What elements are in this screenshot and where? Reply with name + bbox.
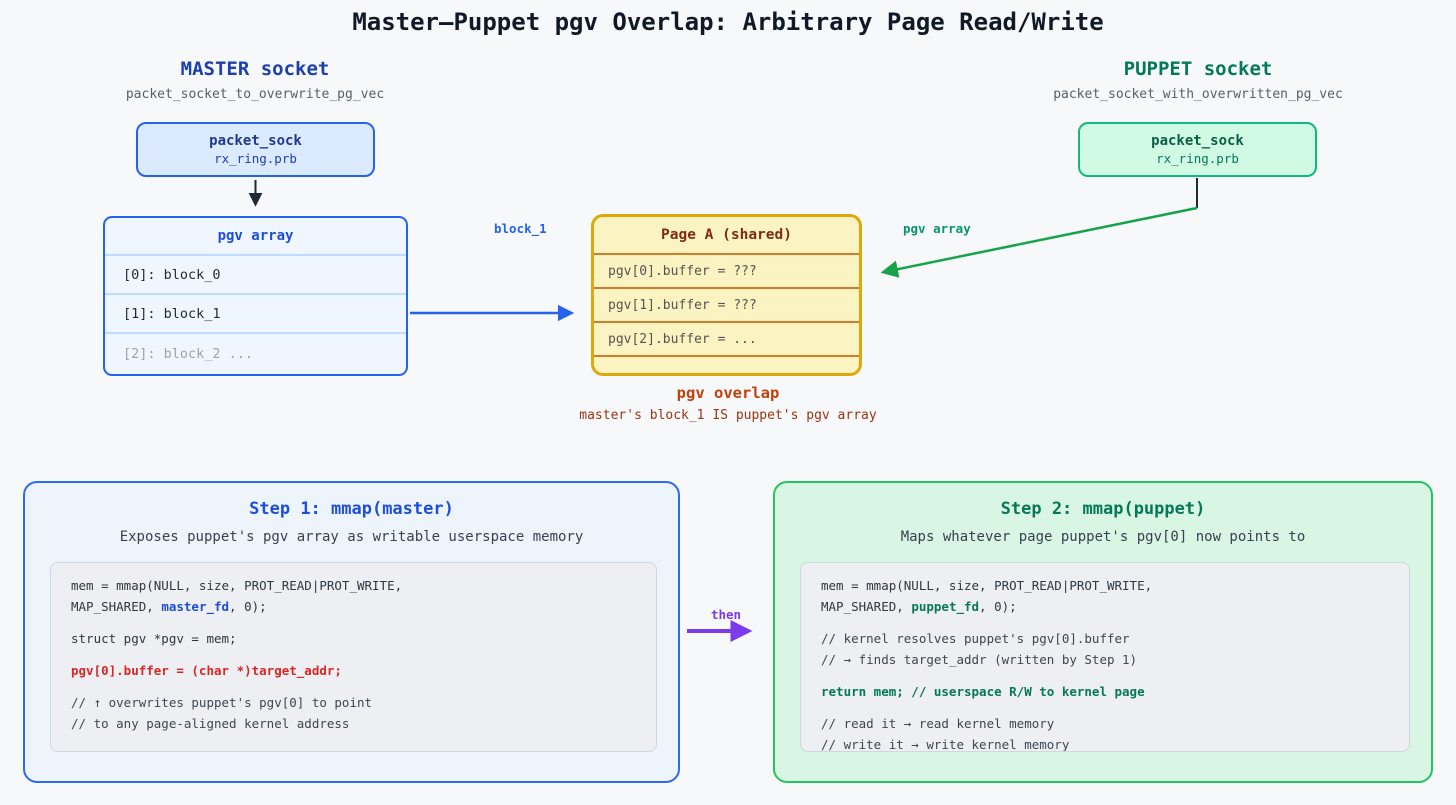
page-a-row: pgv[2].buffer = ... (594, 323, 859, 357)
puppet-socket-heading: PUPPET socket (1123, 58, 1273, 80)
code-line: pgv[0].buffer = (char *)target_addr; (71, 663, 342, 678)
code-line: // ↑ overwrites puppet's pgv[0] to point (71, 695, 373, 710)
step2-title: Step 2: mmap(puppet) (1000, 499, 1206, 519)
code-line: MAP_SHARED, master_fd, 0); (71, 599, 267, 614)
arrow-puppet-to-page (880, 206, 1198, 278)
page-a-box: Page A (shared) pgv[0].buffer = ???pgv[1… (591, 214, 862, 376)
code-line: // → finds target_addr (written by Step … (821, 652, 1138, 667)
pgv-array-box: pgv array [0]: block_0[1]: block_1 [2]: b… (103, 216, 408, 376)
page-a-rows: pgv[0].buffer = ???pgv[1].buffer = ???pg… (594, 255, 859, 357)
code-line: MAP_SHARED, puppet_fd, 0); (821, 599, 1017, 614)
code-gap (821, 670, 1389, 681)
code-gap (71, 617, 636, 628)
master-node-subtitle: rx_ring.prb (214, 151, 297, 166)
step1-title: Step 1: mmap(master) (249, 499, 454, 519)
step2-subtitle: Maps whatever page puppet's pgv[0] now p… (900, 529, 1306, 545)
overlap-title: pgv overlap (676, 384, 780, 402)
label-block-1: block_1 (494, 221, 547, 236)
overlap-subtitle: master's block_1 IS puppet's pgv array (579, 408, 877, 423)
puppet-socket-subtitle: packet_socket_with_overwritten_pg_vec (1053, 87, 1343, 102)
puppet-node-title: packet_sock (1151, 133, 1244, 149)
master-socket-heading: MASTER socket (180, 58, 330, 80)
then-label: then (710, 607, 742, 622)
pgv-array-row: [0]: block_0 (105, 256, 406, 295)
step2-code-panel: mem = mmap(NULL, size, PROT_READ|PROT_WR… (800, 562, 1410, 752)
code-gap (821, 702, 1389, 713)
master-socket-subtitle: packet_socket_to_overwrite_pg_vec (125, 87, 385, 102)
pgv-array-header: pgv array (105, 218, 406, 256)
code-gap (71, 681, 636, 692)
master-packet-sock-node: packet_sock rx_ring.prb (136, 122, 375, 177)
page-a-row: pgv[1].buffer = ??? (594, 289, 859, 323)
puppet-node-subtitle: rx_ring.prb (1156, 151, 1239, 166)
pgv-array-row: [2]: block_2 ... (123, 345, 254, 362)
label-pgv-array: pgv array (903, 221, 971, 236)
pgv-array-rows: [0]: block_0[1]: block_1 [2]: block_2 ... (105, 256, 406, 373)
code-line: mem = mmap(NULL, size, PROT_READ|PROT_WR… (71, 578, 403, 593)
code-line: // to any page-aligned kernel address (71, 716, 350, 731)
step1-code-panel: mem = mmap(NULL, size, PROT_READ|PROT_WR… (50, 562, 657, 752)
page-a-header: Page A (shared) (594, 217, 859, 255)
code-line: // read it → read kernel memory (821, 716, 1055, 731)
page-title: Master–Puppet pgv Overlap: Arbitrary Pag… (352, 8, 1104, 36)
puppet-packet-sock-node: packet_sock rx_ring.prb (1078, 122, 1317, 177)
code-line: // write it → write kernel memory (821, 737, 1070, 752)
code-gap (71, 649, 636, 660)
step1-subtitle: Exposes puppet's pgv array as writable u… (119, 529, 584, 545)
pgv-array-row: [1]: block_1 (105, 295, 406, 334)
step2-box: Step 2: mmap(puppet) Maps whatever page … (773, 481, 1433, 783)
page-a-row: pgv[0].buffer = ??? (594, 255, 859, 289)
code-line: struct pgv *pgv = mem; (71, 631, 237, 646)
step1-box: Step 1: mmap(master) Exposes puppet's pg… (23, 481, 680, 783)
code-line: // kernel resolves puppet's pgv[0].buffe… (821, 631, 1130, 646)
code-line: return mem; // userspace R/W to kernel p… (821, 684, 1145, 699)
master-node-title: packet_sock (209, 133, 302, 149)
code-gap (821, 617, 1389, 628)
code-line: mem = mmap(NULL, size, PROT_READ|PROT_WR… (821, 578, 1153, 593)
